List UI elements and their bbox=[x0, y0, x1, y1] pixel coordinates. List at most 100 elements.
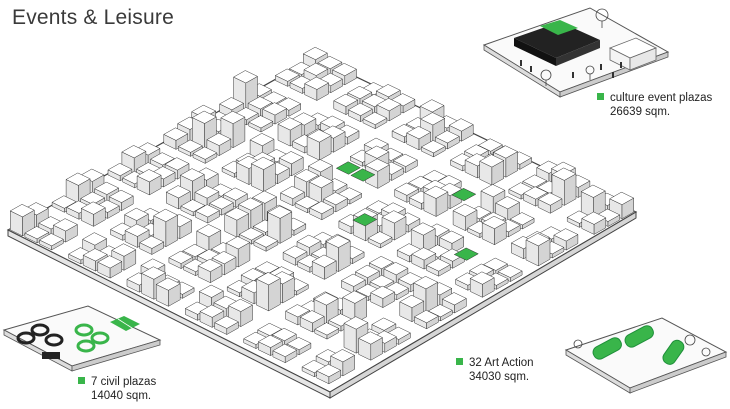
city-block bbox=[272, 343, 298, 357]
city-block bbox=[289, 75, 315, 89]
city-block bbox=[24, 226, 50, 240]
city-block bbox=[410, 222, 436, 236]
city-block bbox=[452, 203, 478, 217]
city-block bbox=[225, 236, 251, 250]
city-block bbox=[109, 222, 136, 236]
green-plaza bbox=[350, 168, 376, 182]
city-block bbox=[257, 334, 283, 348]
city-block bbox=[165, 185, 191, 199]
city-block bbox=[381, 210, 407, 224]
city-block bbox=[66, 200, 92, 214]
city-block bbox=[497, 264, 523, 278]
city-block bbox=[249, 133, 275, 147]
city-block bbox=[155, 277, 181, 291]
city-block bbox=[371, 317, 397, 331]
city-block bbox=[274, 68, 300, 82]
city-block bbox=[214, 315, 240, 329]
city-block bbox=[509, 212, 535, 226]
city-block bbox=[413, 309, 439, 324]
green-plaza bbox=[352, 213, 378, 227]
city-block bbox=[367, 231, 393, 245]
city-block bbox=[247, 96, 273, 110]
city-block bbox=[308, 175, 334, 189]
city-block bbox=[248, 115, 274, 129]
city-block bbox=[139, 235, 165, 249]
city-block bbox=[419, 99, 445, 113]
city-block bbox=[285, 304, 311, 318]
city-block bbox=[80, 201, 106, 215]
people-figures bbox=[520, 60, 622, 78]
city-block bbox=[354, 264, 380, 278]
city-block bbox=[330, 349, 356, 363]
city-block bbox=[286, 337, 312, 351]
city-block bbox=[375, 84, 401, 98]
city-block bbox=[434, 130, 460, 144]
city-block bbox=[525, 233, 551, 247]
green-tube-sculptures bbox=[592, 325, 685, 365]
city-block bbox=[51, 195, 77, 209]
city-block bbox=[413, 276, 439, 290]
city-block bbox=[311, 254, 337, 268]
city-block bbox=[406, 126, 432, 140]
city-block bbox=[408, 175, 434, 189]
city-block bbox=[267, 205, 293, 219]
city-block bbox=[191, 110, 217, 124]
city-block bbox=[194, 185, 220, 199]
city-block bbox=[82, 248, 108, 262]
city-block bbox=[323, 192, 349, 206]
city-base-edge-right bbox=[329, 211, 637, 399]
city-block bbox=[391, 124, 417, 138]
city-block bbox=[366, 200, 392, 214]
city-block bbox=[482, 257, 509, 271]
city-block bbox=[493, 145, 519, 159]
city-block bbox=[206, 132, 232, 146]
city-block bbox=[224, 207, 250, 221]
legend-civil: 7 civil plazas 14040 sqm. bbox=[78, 375, 156, 403]
city-block bbox=[316, 364, 342, 378]
city-block bbox=[314, 322, 340, 336]
city-block bbox=[399, 294, 425, 308]
green-square-icon bbox=[597, 93, 604, 100]
city-block bbox=[38, 233, 64, 247]
city-block bbox=[52, 218, 78, 232]
city-block bbox=[182, 243, 208, 258]
city-block bbox=[219, 97, 245, 111]
city-block bbox=[553, 228, 579, 242]
city-block bbox=[481, 215, 507, 229]
city-block bbox=[141, 266, 167, 280]
city-block bbox=[199, 304, 225, 318]
city-block bbox=[411, 247, 437, 261]
city-block bbox=[495, 196, 521, 210]
city-block bbox=[149, 152, 175, 166]
city-block bbox=[420, 140, 446, 154]
city-block bbox=[420, 112, 446, 126]
city-block bbox=[198, 284, 224, 298]
city-block bbox=[581, 211, 607, 225]
city-block bbox=[307, 159, 333, 173]
city-block bbox=[313, 292, 339, 306]
city-block bbox=[376, 98, 402, 112]
city-block bbox=[328, 313, 354, 327]
green-roof-garden bbox=[540, 20, 578, 35]
city-block bbox=[301, 359, 327, 374]
city-block bbox=[368, 256, 394, 270]
city-block bbox=[358, 331, 384, 345]
city-block bbox=[522, 186, 548, 200]
city-block bbox=[236, 155, 262, 169]
city-block bbox=[108, 189, 134, 203]
city-block bbox=[211, 251, 237, 265]
city-block bbox=[299, 310, 325, 324]
city-block bbox=[317, 55, 343, 70]
city-block bbox=[262, 102, 288, 116]
page-title: Events & Leisure bbox=[12, 6, 174, 29]
city-block bbox=[180, 199, 206, 213]
city-block bbox=[394, 182, 420, 196]
city-block bbox=[278, 151, 304, 165]
tree-icons bbox=[540, 8, 609, 86]
city-block bbox=[184, 301, 210, 315]
city-block bbox=[196, 224, 222, 238]
city-block bbox=[448, 118, 474, 132]
